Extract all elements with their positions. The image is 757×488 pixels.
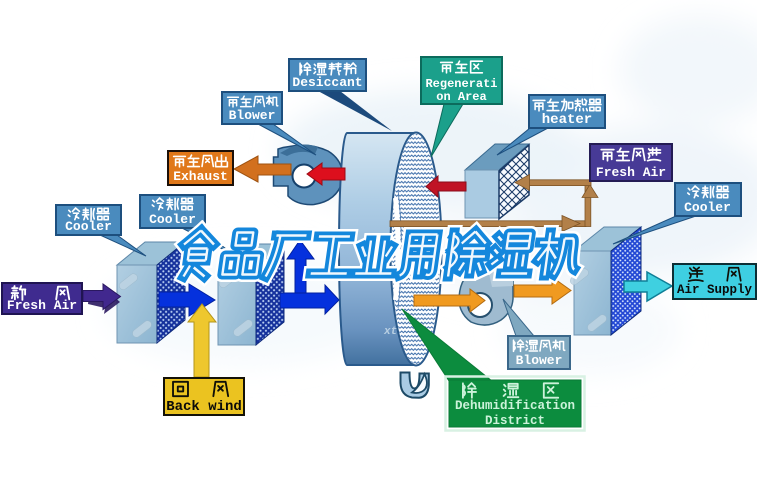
svg-text:Regenerati: Regenerati: [425, 77, 497, 91]
svg-text:Fresh Air: Fresh Air: [596, 165, 666, 180]
svg-text:Dehumidification: Dehumidification: [455, 399, 575, 413]
svg-text:Air Supply: Air Supply: [677, 283, 753, 297]
svg-text:heater: heater: [542, 112, 592, 128]
svg-text:Blower: Blower: [229, 108, 276, 123]
svg-text:Desiccant: Desiccant: [292, 75, 362, 90]
svg-text:xt: xt: [383, 326, 397, 338]
svg-text:Exhaust: Exhaust: [173, 169, 228, 184]
svg-text:Blower: Blower: [516, 353, 563, 368]
svg-text:Cooler: Cooler: [684, 200, 731, 215]
svg-text:on Area: on Area: [436, 90, 486, 104]
svg-text:Cooler: Cooler: [65, 219, 112, 234]
svg-text:Fresh Air: Fresh Air: [7, 298, 77, 313]
svg-text:Cooler: Cooler: [149, 212, 196, 227]
svg-text:District: District: [485, 414, 545, 428]
svg-text:Back wind: Back wind: [166, 399, 242, 415]
